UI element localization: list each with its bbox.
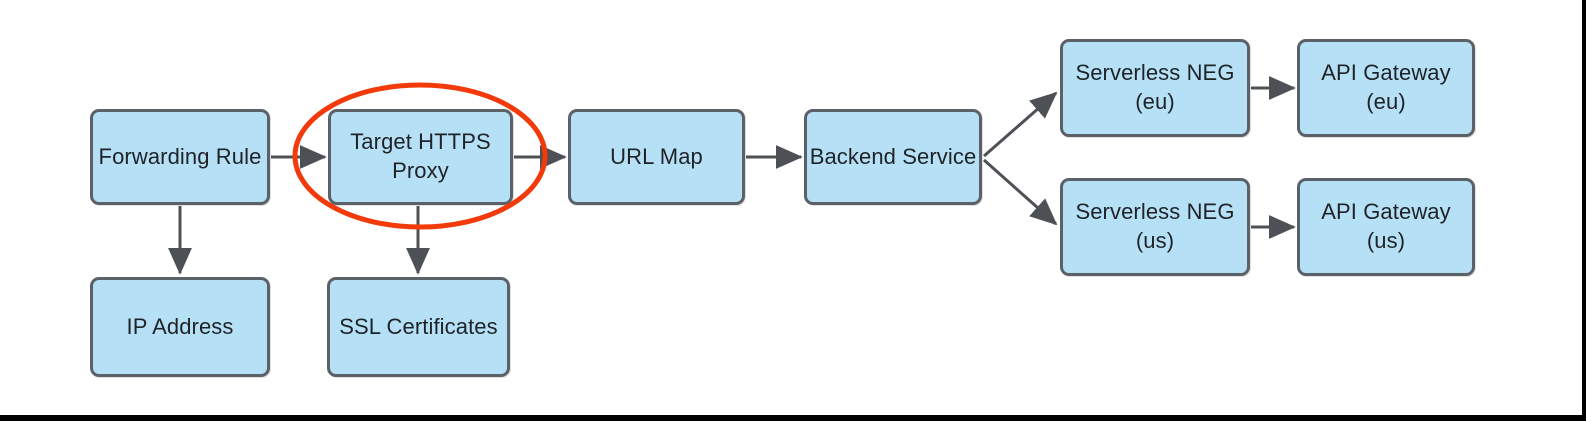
node-url-map[interactable]: URL Map (568, 109, 745, 205)
node-serverless-neg-eu[interactable]: Serverless NEG (eu) (1060, 39, 1250, 137)
node-api-gateway-us[interactable]: API Gateway (us) (1297, 178, 1475, 276)
node-backend-service[interactable]: Backend Service (804, 109, 982, 205)
edge-backend-service-to-serverless-neg-eu (983, 91, 1058, 158)
edge-backend-service-to-serverless-neg-us (983, 158, 1058, 226)
node-forwarding-rule[interactable]: Forwarding Rule (90, 109, 270, 205)
node-ip-address[interactable]: IP Address (90, 277, 270, 377)
node-serverless-neg-us[interactable]: Serverless NEG (us) (1060, 178, 1250, 276)
node-api-gateway-eu[interactable]: API Gateway (eu) (1297, 39, 1475, 137)
node-ssl-certificates[interactable]: SSL Certificates (327, 277, 510, 377)
node-target-https-proxy[interactable]: Target HTTPS Proxy (328, 109, 513, 205)
